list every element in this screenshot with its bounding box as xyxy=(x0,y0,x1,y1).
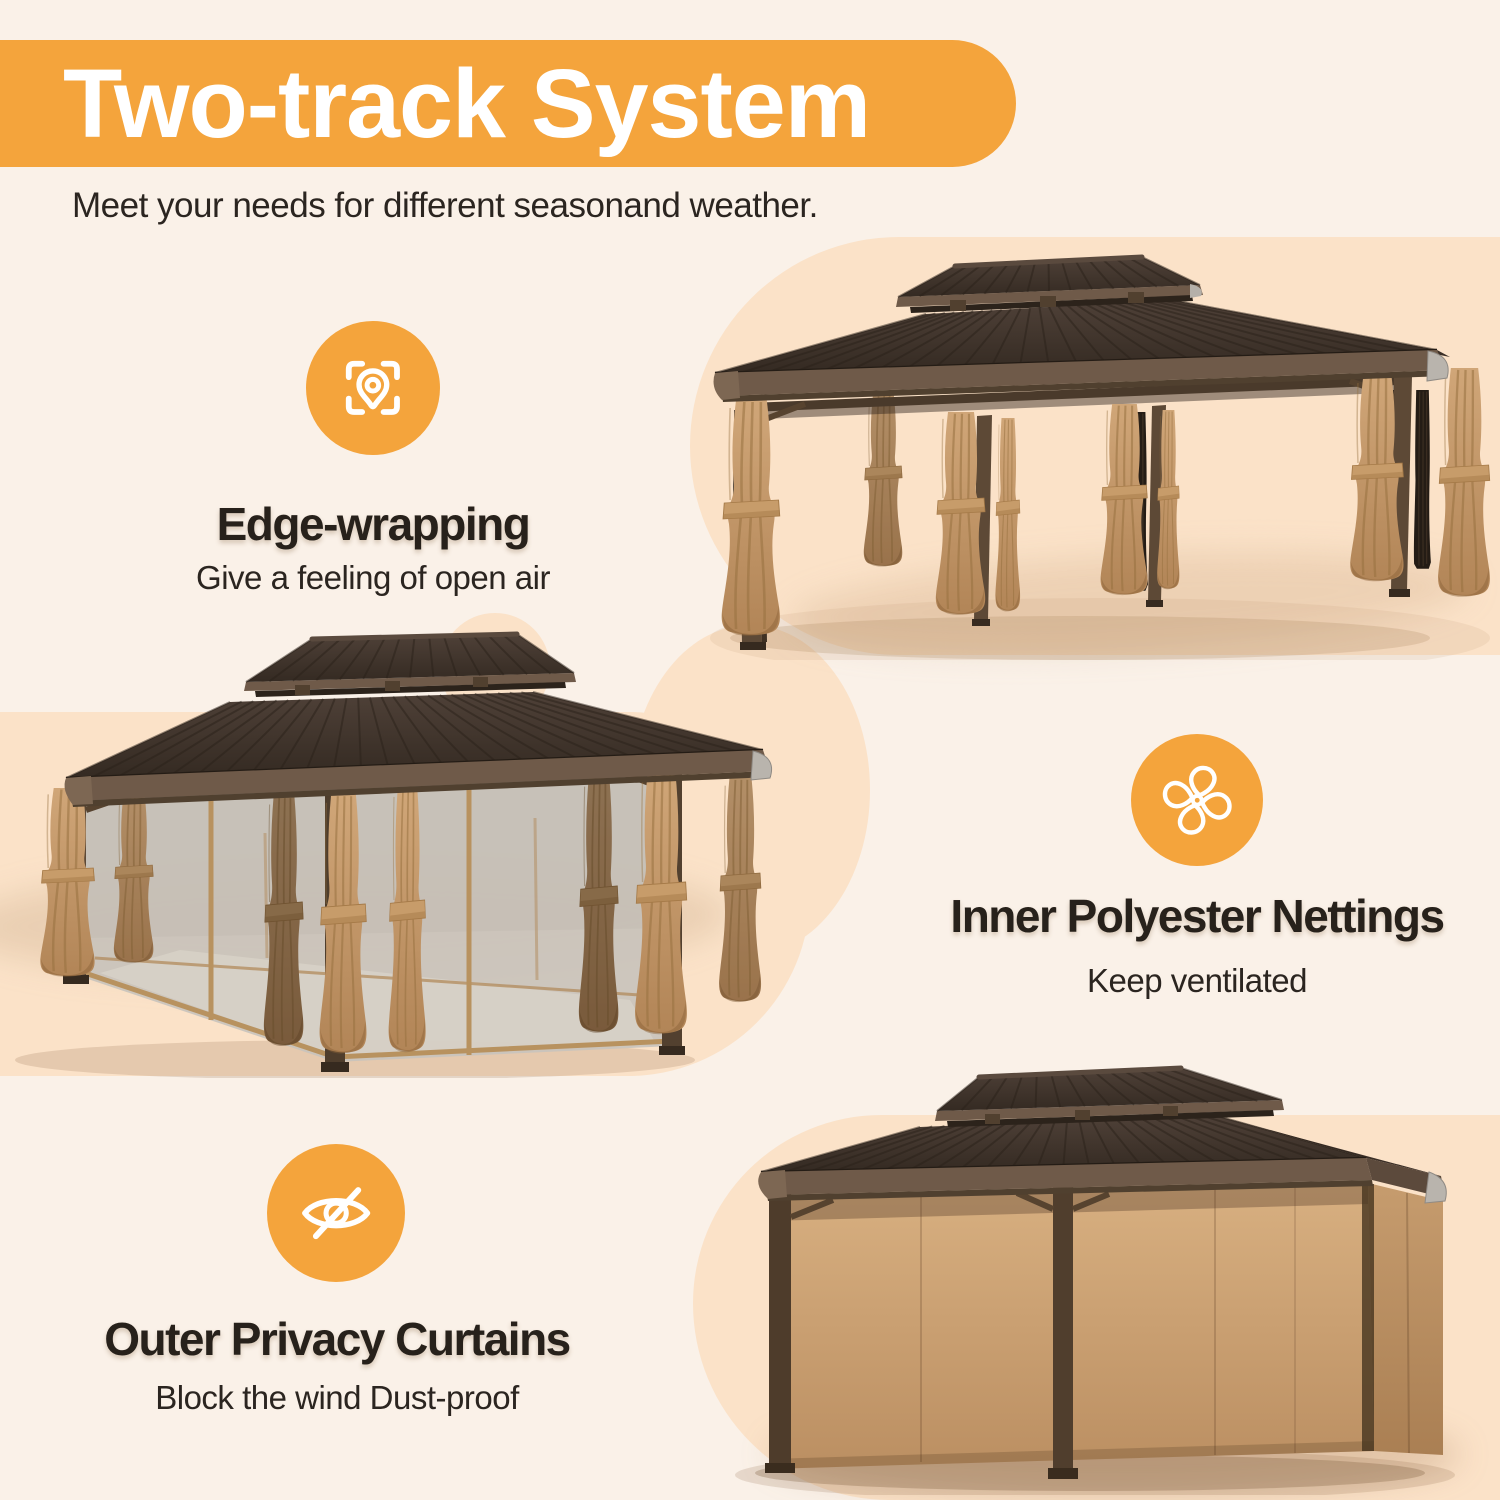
gazebo-nettings-closed-image xyxy=(15,631,773,1078)
title-banner: Two-track System xyxy=(0,40,1016,167)
feature-outer-curtains-title: Outer Privacy Curtains xyxy=(0,1312,687,1366)
feature-outer-curtains-subtitle: Block the wind Dust-proof xyxy=(0,1379,687,1417)
feature-inner-nettings-title: Inner Polyester Nettings xyxy=(847,889,1500,943)
feature-title: Inner Polyester Nettings xyxy=(950,890,1445,942)
fan-icon xyxy=(1131,734,1263,866)
feature-title: Outer Privacy Curtains xyxy=(104,1313,571,1365)
eye-off-icon xyxy=(267,1144,405,1282)
gazebo-privacy-closed-image xyxy=(735,1065,1455,1495)
feature-title: Edge-wrapping xyxy=(216,498,531,550)
page-subtitle: Meet your needs for different seasonand … xyxy=(72,186,818,225)
gazebo-open-curtains-image xyxy=(710,254,1492,660)
feature-edge-wrapping-title: Edge-wrapping xyxy=(23,497,723,551)
page-title: Two-track System xyxy=(63,49,871,158)
feature-inner-nettings-subtitle: Keep ventilated xyxy=(847,962,1500,1000)
feature-subtitle: Block the wind Dust-proof xyxy=(155,1379,519,1416)
feature-subtitle: Keep ventilated xyxy=(1086,962,1308,999)
feature-subtitle: Give a feeling of open air xyxy=(196,559,550,596)
pin-scan-icon xyxy=(306,321,440,455)
feature-edge-wrapping-subtitle: Give a feeling of open air xyxy=(23,559,723,597)
